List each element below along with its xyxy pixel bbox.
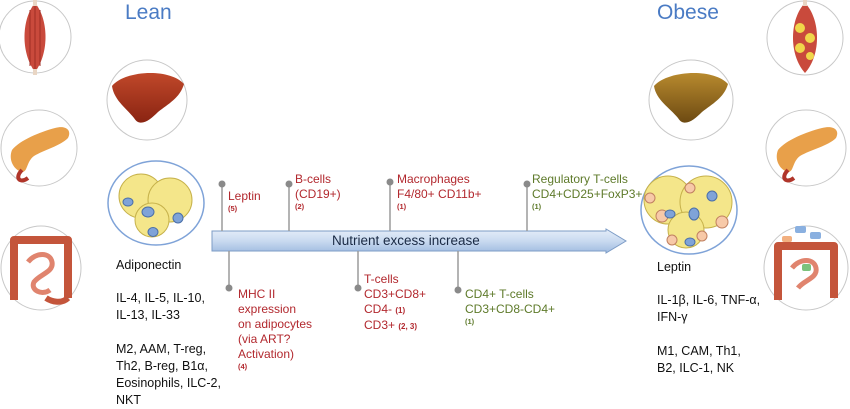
lean-title: Lean — [125, 1, 172, 24]
pancreas-icon-lean — [0, 109, 78, 187]
obese-adipokine: Leptin — [657, 260, 692, 274]
obese-cytokines: IL-1β, IL-6, TNF-α, IFN-γ — [657, 293, 761, 324]
intestine-icon-obese — [763, 225, 849, 311]
event-mhc-ii: MHC II expression on adipocytes (via ART… — [238, 287, 313, 371]
event-regulatory-t-cells: Regulatory T-cells CD4+CD25+FoxP3+ (1) — [532, 172, 643, 211]
event-leptin: Leptin (5) — [228, 189, 261, 213]
pancreas-icon-obese — [765, 109, 847, 187]
lean-cytokines: IL-4, IL-5, IL-10, IL-13, IL-33 — [116, 291, 205, 322]
adipose-tissue-icon-obese — [640, 165, 738, 255]
timeline-dots — [218, 178, 531, 294]
event-t-cells: T-cells CD3+CD8+ CD4- (1) CD3+ (2, 3) — [364, 272, 427, 332]
nutrient-arrow — [211, 228, 627, 254]
event-b-cells: B-cells (CD19+) (2) — [295, 172, 341, 211]
lean-cells: M2, AAM, T-reg, Th2, B-reg, B1α, Eosinop… — [116, 342, 221, 407]
liver-icon-obese — [648, 59, 734, 141]
event-cd4-t-cells: CD4+ T-cells CD3+CD8-CD4+ (1) — [465, 287, 556, 326]
adipose-tissue-icon-lean — [107, 160, 205, 246]
obese-cells: M1, CAM, Th1, B2, ILC-1, NK — [657, 344, 741, 375]
muscle-icon-lean — [0, 0, 72, 75]
intestine-icon-lean — [0, 225, 82, 311]
liver-icon-lean — [106, 59, 188, 141]
timeline-stems — [221, 182, 528, 290]
event-macrophages: Macrophages F4/80+ CD11b+ (1) — [397, 172, 482, 211]
muscle-icon-obese — [766, 0, 844, 76]
obese-title: Obese — [657, 1, 719, 24]
arrow-label: Nutrient excess increase — [332, 233, 480, 248]
lean-adipokine: Adiponectin — [116, 258, 182, 272]
